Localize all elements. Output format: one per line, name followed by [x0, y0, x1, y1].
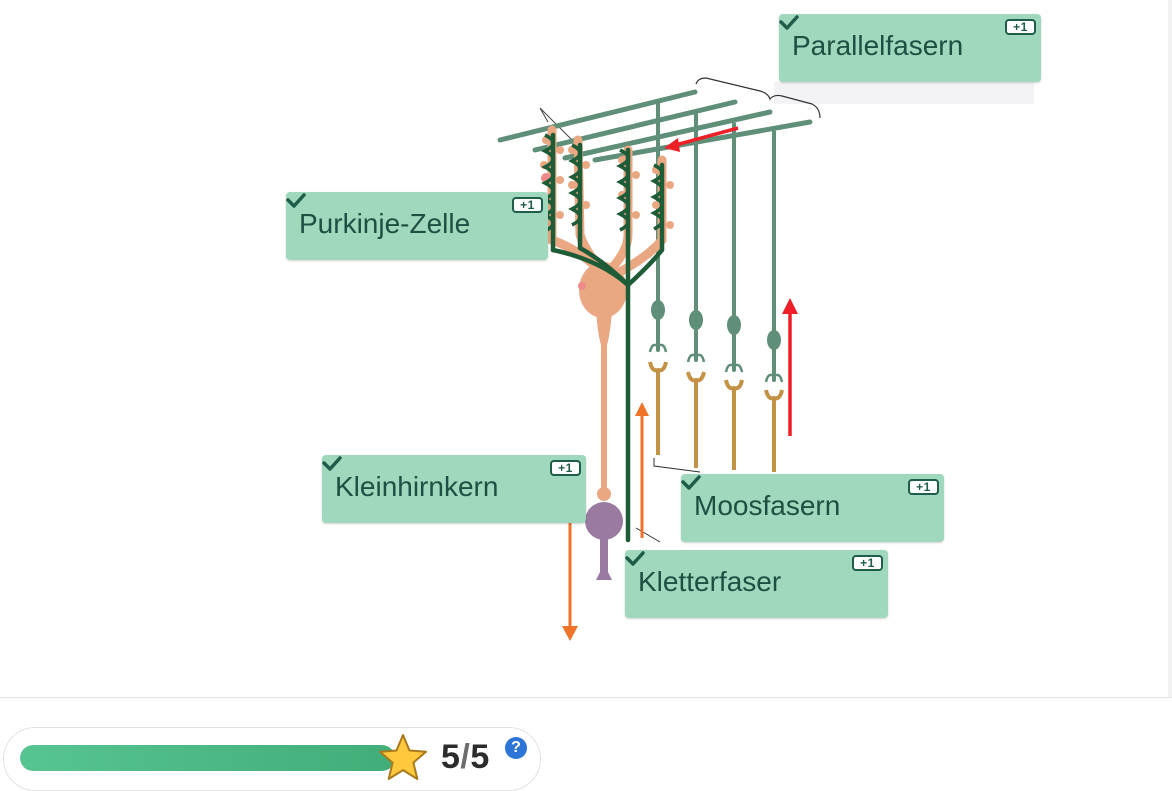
- label-card-parallelfasern[interactable]: Parallelfasern +1: [779, 14, 1041, 82]
- label-text: Parallelfasern: [792, 30, 964, 61]
- arrow-mossy-head: [782, 298, 798, 314]
- arrow-output-head: [562, 626, 578, 641]
- score-current: 5: [441, 738, 461, 776]
- points-badge: +1: [908, 479, 939, 495]
- label-card-purkinje-zelle[interactable]: Purkinje-Zelle +1: [286, 192, 548, 260]
- label-text: Kleinhirnkern: [335, 471, 499, 502]
- score-readout: 5/5: [441, 738, 490, 777]
- score-total: 5: [470, 738, 490, 776]
- points-badge: +1: [852, 555, 883, 571]
- parallel-fiber-1: [497, 89, 698, 143]
- purkinje-spines: [540, 136, 674, 229]
- synapse-marker-2: [578, 282, 586, 290]
- purkinje-soma: [579, 262, 627, 318]
- cerebellum-diagram: [497, 77, 1034, 641]
- mossy-fibers: [648, 361, 784, 472]
- parallel-fiber-3: [562, 109, 773, 161]
- check-icon: [681, 475, 701, 490]
- purkinje-axon: [596, 312, 612, 490]
- check-icon: [322, 456, 342, 471]
- score-separator: /: [460, 738, 471, 776]
- label-text: Purkinje-Zelle: [299, 208, 471, 239]
- progress-track: [20, 745, 395, 771]
- check-icon: [625, 551, 645, 566]
- label-text: Moosfasern: [694, 490, 841, 521]
- label-card-kleinhirnkern[interactable]: Kleinhirnkern +1: [322, 455, 586, 523]
- nucleus-soma: [585, 502, 623, 540]
- signal-arrows: [562, 126, 798, 641]
- label-text: Kletterfaser: [638, 566, 782, 597]
- granule-dendrites: [648, 343, 784, 383]
- label-drop-shadow-area: [774, 82, 1034, 104]
- parallel-fiber-2: [532, 99, 738, 153]
- arrow-parallel-head: [664, 138, 680, 152]
- kletterfaser-leader: [635, 527, 661, 543]
- label-card-moosfasern[interactable]: Moosfasern +1: [681, 474, 944, 542]
- purkinje-terminal: [597, 487, 611, 501]
- footer-divider: [0, 697, 1172, 698]
- check-icon: [779, 15, 799, 30]
- help-icon[interactable]: ?: [505, 737, 527, 759]
- progress-fill: [20, 745, 395, 771]
- label-card-kletterfaser[interactable]: Kletterfaser +1: [625, 550, 888, 618]
- arrow-climbing-head: [635, 402, 649, 416]
- scroll-gutter: [1168, 0, 1172, 697]
- points-badge: +1: [550, 460, 581, 476]
- points-badge: +1: [1005, 19, 1036, 35]
- star-icon: [379, 734, 427, 780]
- granule-somata: [651, 300, 781, 350]
- check-icon: [286, 193, 306, 208]
- arrow-parallel-shaft: [671, 126, 739, 148]
- points-badge: +1: [512, 197, 543, 213]
- diagram-stage: Parallelfasern +1 Purkinje-Zelle +1 Klei…: [286, 14, 1041, 641]
- score-bar: 5/5 ?: [3, 727, 541, 791]
- mossy-bracket: [653, 458, 701, 473]
- parallel-fibers-brace: [695, 77, 821, 119]
- nucleus-axon: [596, 538, 612, 580]
